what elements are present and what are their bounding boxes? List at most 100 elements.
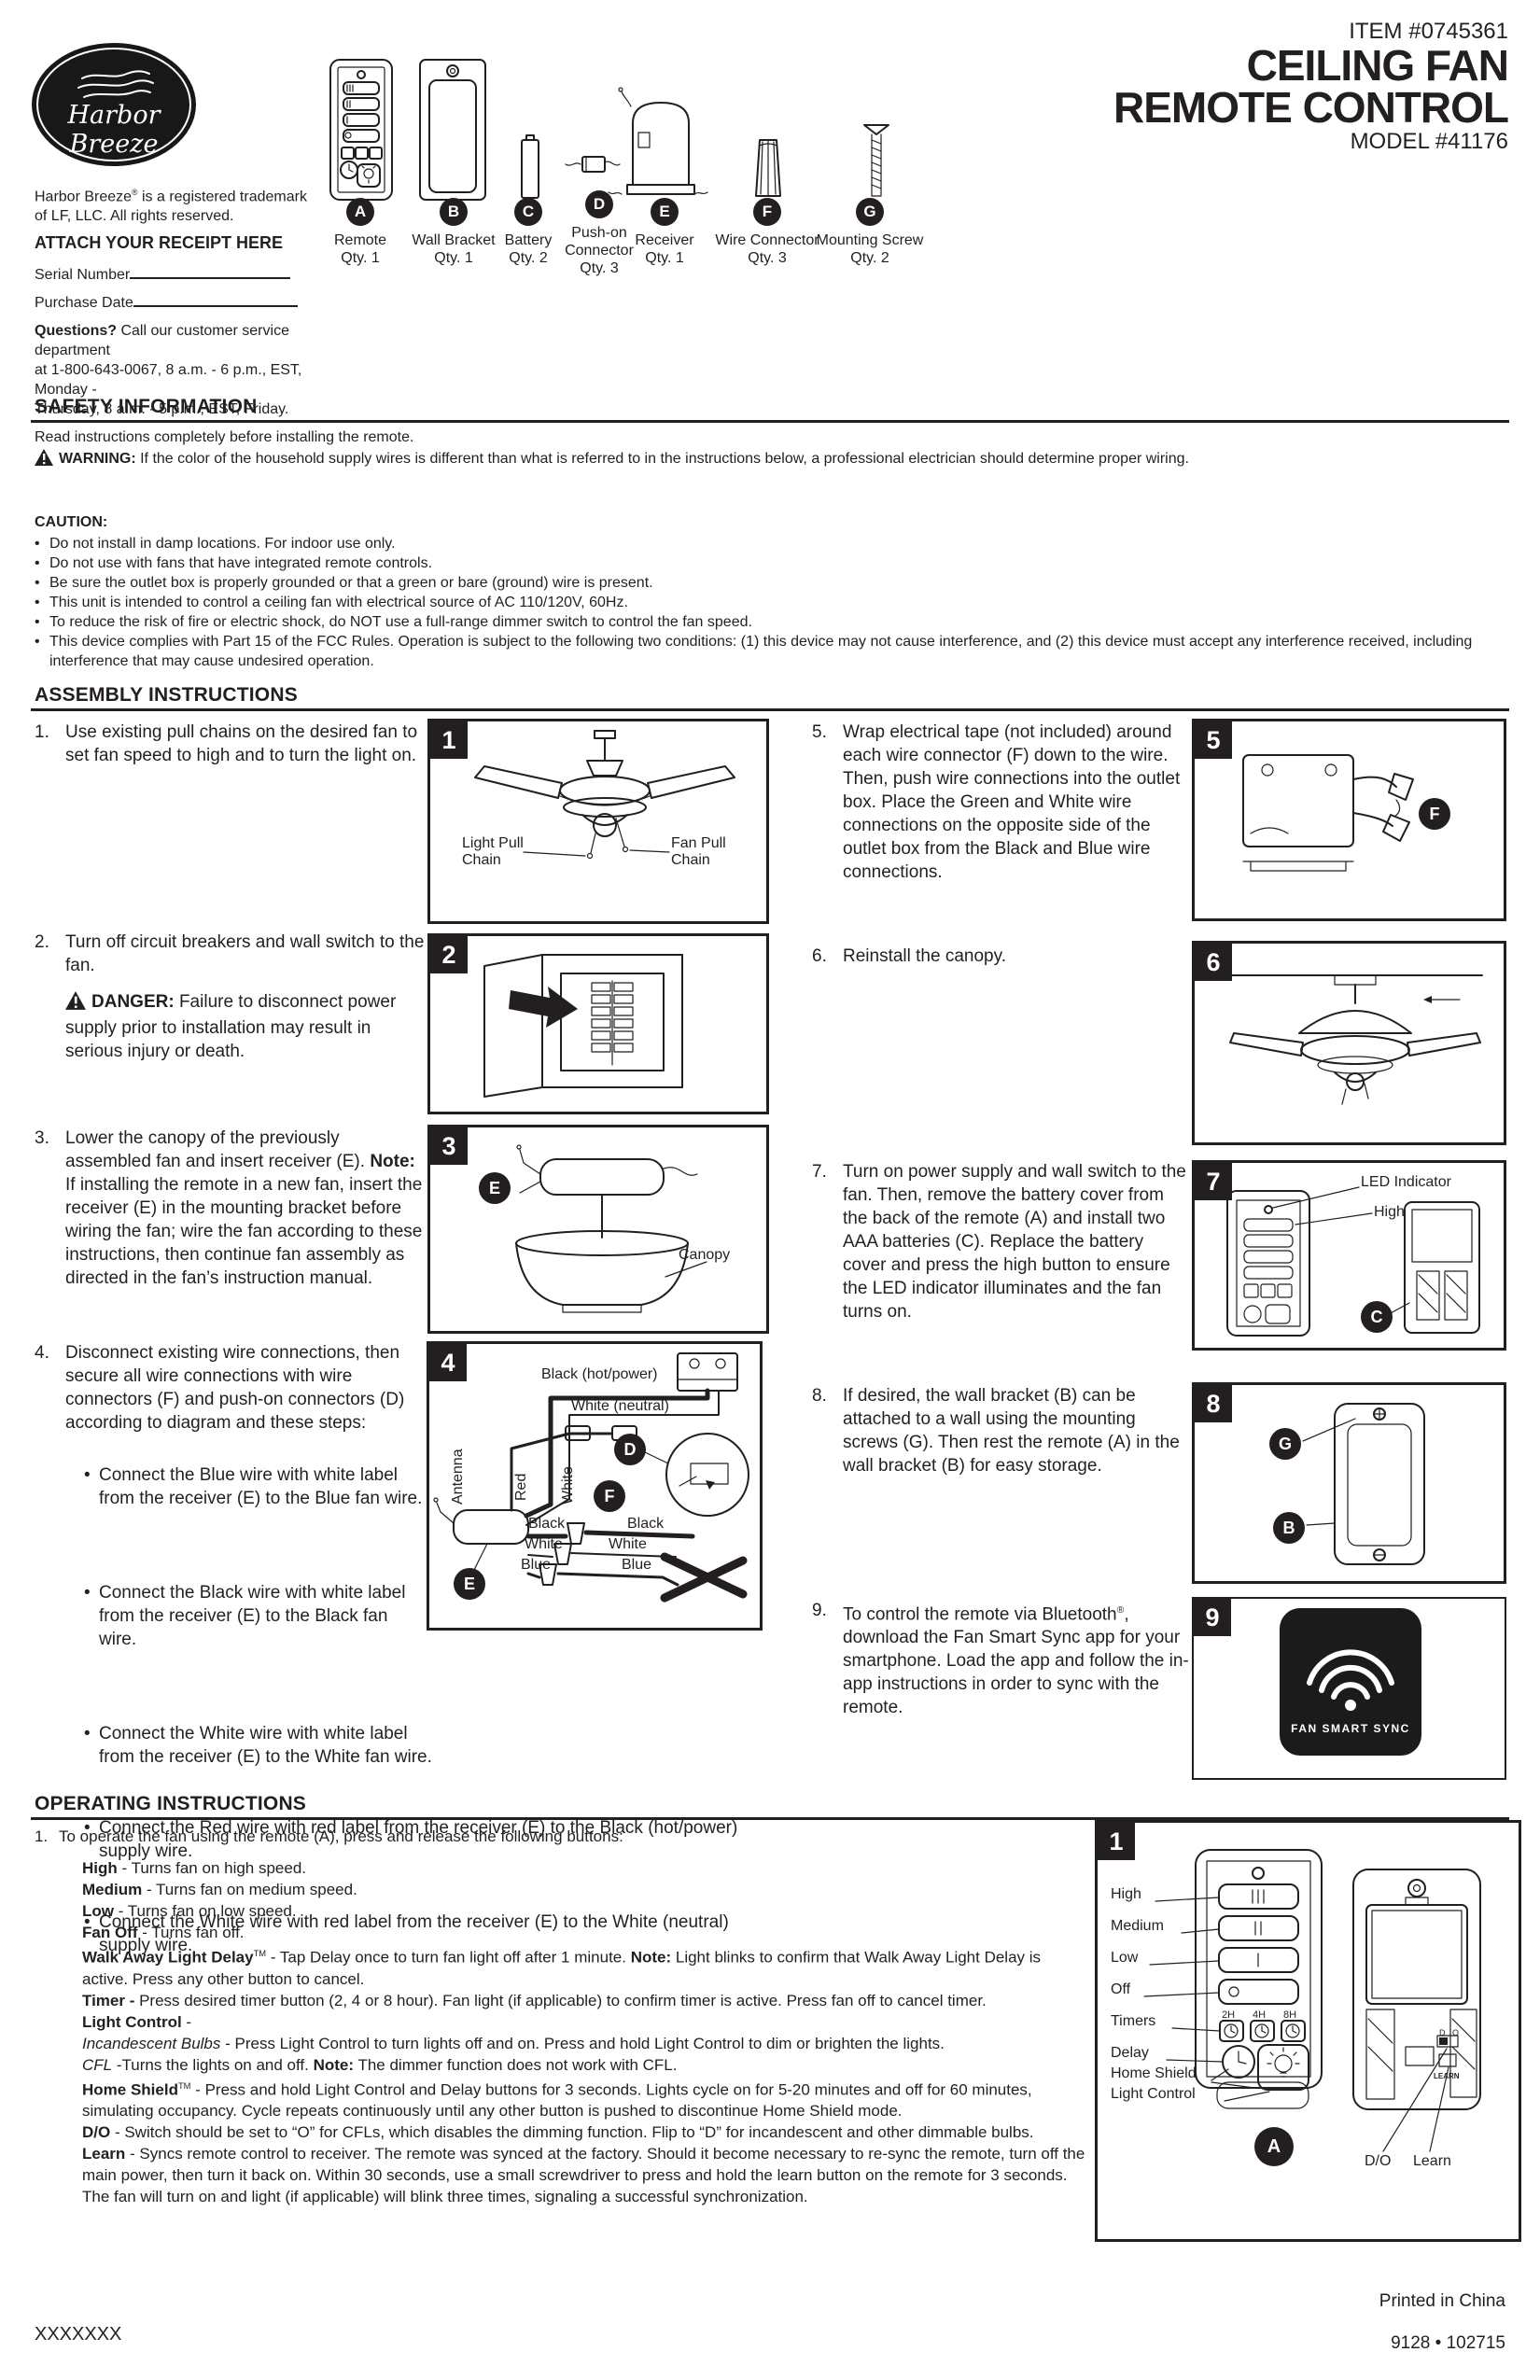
remote-label-home-shield: Home Shield — [1111, 2065, 1197, 2081]
part-b-badge: B — [440, 198, 468, 226]
learn-label: Learn — [1413, 2153, 1451, 2169]
parts-illustrations — [329, 59, 889, 201]
safety-bullet: Do not install in damp locations. For in… — [35, 534, 1507, 553]
light-pull-chain-label: Light Pull Chain — [462, 835, 524, 868]
safety-bullet: To reduce the risk of fire or electric s… — [35, 612, 1507, 632]
wiring-bullet: Connect the Black wire with white label … — [82, 1581, 427, 1651]
white-label: White — [560, 1466, 576, 1505]
fan-pull-chain-label: Fan Pull Chain — [671, 835, 726, 868]
callout-f: F — [594, 1480, 625, 1512]
serial-number-row: Serial Number — [35, 265, 303, 285]
remote-label-low: Low — [1111, 1950, 1139, 1966]
caution-bullets: Do not install in damp locations. For in… — [35, 534, 1507, 671]
safety-rule — [31, 420, 1509, 423]
assembly-step-9: 9. To control the remote via Bluetooth®,… — [812, 1601, 1189, 1718]
part-c-badge: C — [514, 198, 542, 226]
white-neutral-label: White (neutral) — [571, 1398, 669, 1414]
timer-4h-label: 4H — [1253, 2009, 1267, 2021]
callout-a: A — [1254, 2127, 1294, 2166]
questions-note: Questions? Call our customer service dep… — [35, 323, 302, 417]
switch-d-label: D — [1439, 2028, 1446, 2037]
wiring-drawing — [433, 1352, 749, 1603]
black-wire-label: Black — [627, 1516, 665, 1532]
figure-3-receiver-canopy: 3 E Canopy — [427, 1125, 769, 1334]
safety-heading: SAFETY INFORMATION — [35, 396, 258, 417]
operating-rule — [31, 1817, 1509, 1820]
callout-f: F — [1419, 798, 1450, 830]
part-a-badge: A — [346, 198, 374, 226]
figure-5-outlet-box: 5 F — [1192, 719, 1506, 921]
safety-bullet: This unit is intended to control a ceili… — [35, 593, 1507, 612]
figure-4-wiring: 4 — [427, 1341, 763, 1631]
remote-diagram-drawing — [1143, 1849, 1481, 2152]
wiring-bullet: Connect the Red wire with red label from… — [82, 1816, 752, 1863]
figure-8-wall-bracket: 8 G B — [1192, 1382, 1506, 1584]
white-wire-label: White — [609, 1536, 647, 1552]
learn-button-label: LEARN — [1434, 2072, 1460, 2080]
figure-9-app: 9 FAN SMART SYNC — [1192, 1597, 1506, 1780]
assembly-step-3: 3. Lower the canopy of the previously as… — [35, 1128, 423, 1288]
operating-heading: OPERATING INSTRUCTIONS — [35, 1793, 307, 1814]
white-wire-label: White — [525, 1536, 563, 1552]
led-indicator-label: LED Indicator — [1361, 1174, 1451, 1190]
item-number: ITEM #0745361 — [1349, 19, 1508, 44]
serial-number-blank — [130, 277, 291, 279]
high-label: High — [1374, 1204, 1405, 1220]
model-number: MODEL #41176 — [1350, 129, 1508, 154]
trademark-note: Harbor Breeze® is a registered trademark… — [35, 188, 307, 225]
purchase-date-blank — [133, 305, 298, 307]
wiring-bullet: Connect the White wire with red label fr… — [82, 1911, 752, 1957]
operating-figure-remote: 1 — [1095, 1820, 1521, 2242]
timer-8h-label: 8H — [1283, 2009, 1297, 2021]
page-title-line1: CEILING FAN — [1246, 41, 1509, 90]
remote-label-delay: Delay — [1111, 2045, 1149, 2061]
caution-heading: CAUTION: — [35, 514, 108, 530]
remote-battery-drawing — [1226, 1186, 1480, 1337]
remote-label-medium: Medium — [1111, 1918, 1164, 1934]
op-line-timer: Timer - Press desired timer button (2, 4… — [82, 1991, 987, 2009]
remote-label-timers: Timers — [1111, 2013, 1156, 2029]
safety-intro: Read instructions completely before inst… — [35, 429, 414, 445]
op-line-medium: Medium - Turns fan on medium speed. — [82, 1881, 357, 1898]
receiver-canopy-drawing — [515, 1144, 707, 1313]
warning-paragraph: WARNING: If the color of the household s… — [35, 449, 1505, 471]
footer-code: XXXXXXX — [35, 2324, 122, 2345]
signal-arcs-icon — [1307, 1649, 1394, 1711]
op-line-walk-away: Walk Away Light DelayTM - Tap Delay once… — [82, 1948, 1042, 1988]
wiring-bullet: Connect the Blue wire with white label f… — [82, 1463, 427, 1510]
black-wire-label: Black — [528, 1516, 566, 1532]
timer-2h-label: 2H — [1222, 2009, 1236, 2021]
part-remote: A Remote Qty. 1 — [309, 198, 412, 267]
remote-label-light-control: Light Control — [1111, 2086, 1196, 2102]
warning-triangle-icon — [35, 449, 53, 471]
safety-bullet: Do not use with fans that have integrate… — [35, 553, 1507, 573]
op-line-learn: Learn - Syncs remote control to receiver… — [82, 2145, 1085, 2206]
title-block: ITEM #0745361 CEILING FAN REMOTE CONTROL… — [911, 19, 1509, 155]
red-label: Red — [513, 1473, 529, 1501]
callout-d: D — [614, 1434, 646, 1465]
assembly-step-2: 2. Turn off circuit breakers and wall sw… — [35, 932, 425, 1061]
op-line-incandescent: Incandescent Bulbs - Press Light Control… — [82, 2034, 945, 2052]
fan-drawing — [474, 730, 735, 860]
part-wire-connector: F Wire Connector Qty. 3 — [707, 198, 828, 267]
callout-c: C — [1361, 1301, 1393, 1333]
do-switch-label: D/O — [1365, 2153, 1392, 2169]
part-receiver: E Receiver Qty. 1 — [618, 198, 711, 267]
harbor-breeze-logo: Harbor Breeze — [32, 43, 196, 166]
antenna-label: Antenna — [450, 1449, 466, 1505]
figure-1-fan: 1 Light Pull Chain Fan Pull Chain — [427, 719, 769, 924]
black-hot-label: Black (hot/power) — [541, 1366, 658, 1382]
breaker-drawing — [483, 954, 683, 1098]
logo-text: Harbor Breeze — [67, 101, 161, 159]
purchase-date-row: Purchase Date — [35, 293, 303, 313]
part-e-badge: E — [651, 198, 679, 226]
op-line-high: High - Turns fan on high speed. — [82, 1859, 307, 1877]
wiring-bullet: Connect the White wire with white label … — [82, 1722, 442, 1769]
op-line-low: Low - Turns fan on low speed. — [82, 1902, 297, 1920]
danger-note: DANGER: Failure to disconnect power supp… — [65, 991, 397, 1061]
op-line-fan-off: Fan Off - Turns fan off. — [82, 1924, 245, 1941]
op-line-light-control: Light Control - — [82, 2012, 192, 2031]
switch-o-label: O — [1452, 2028, 1460, 2037]
page-title-line2: REMOTE CONTROL — [1113, 83, 1509, 132]
